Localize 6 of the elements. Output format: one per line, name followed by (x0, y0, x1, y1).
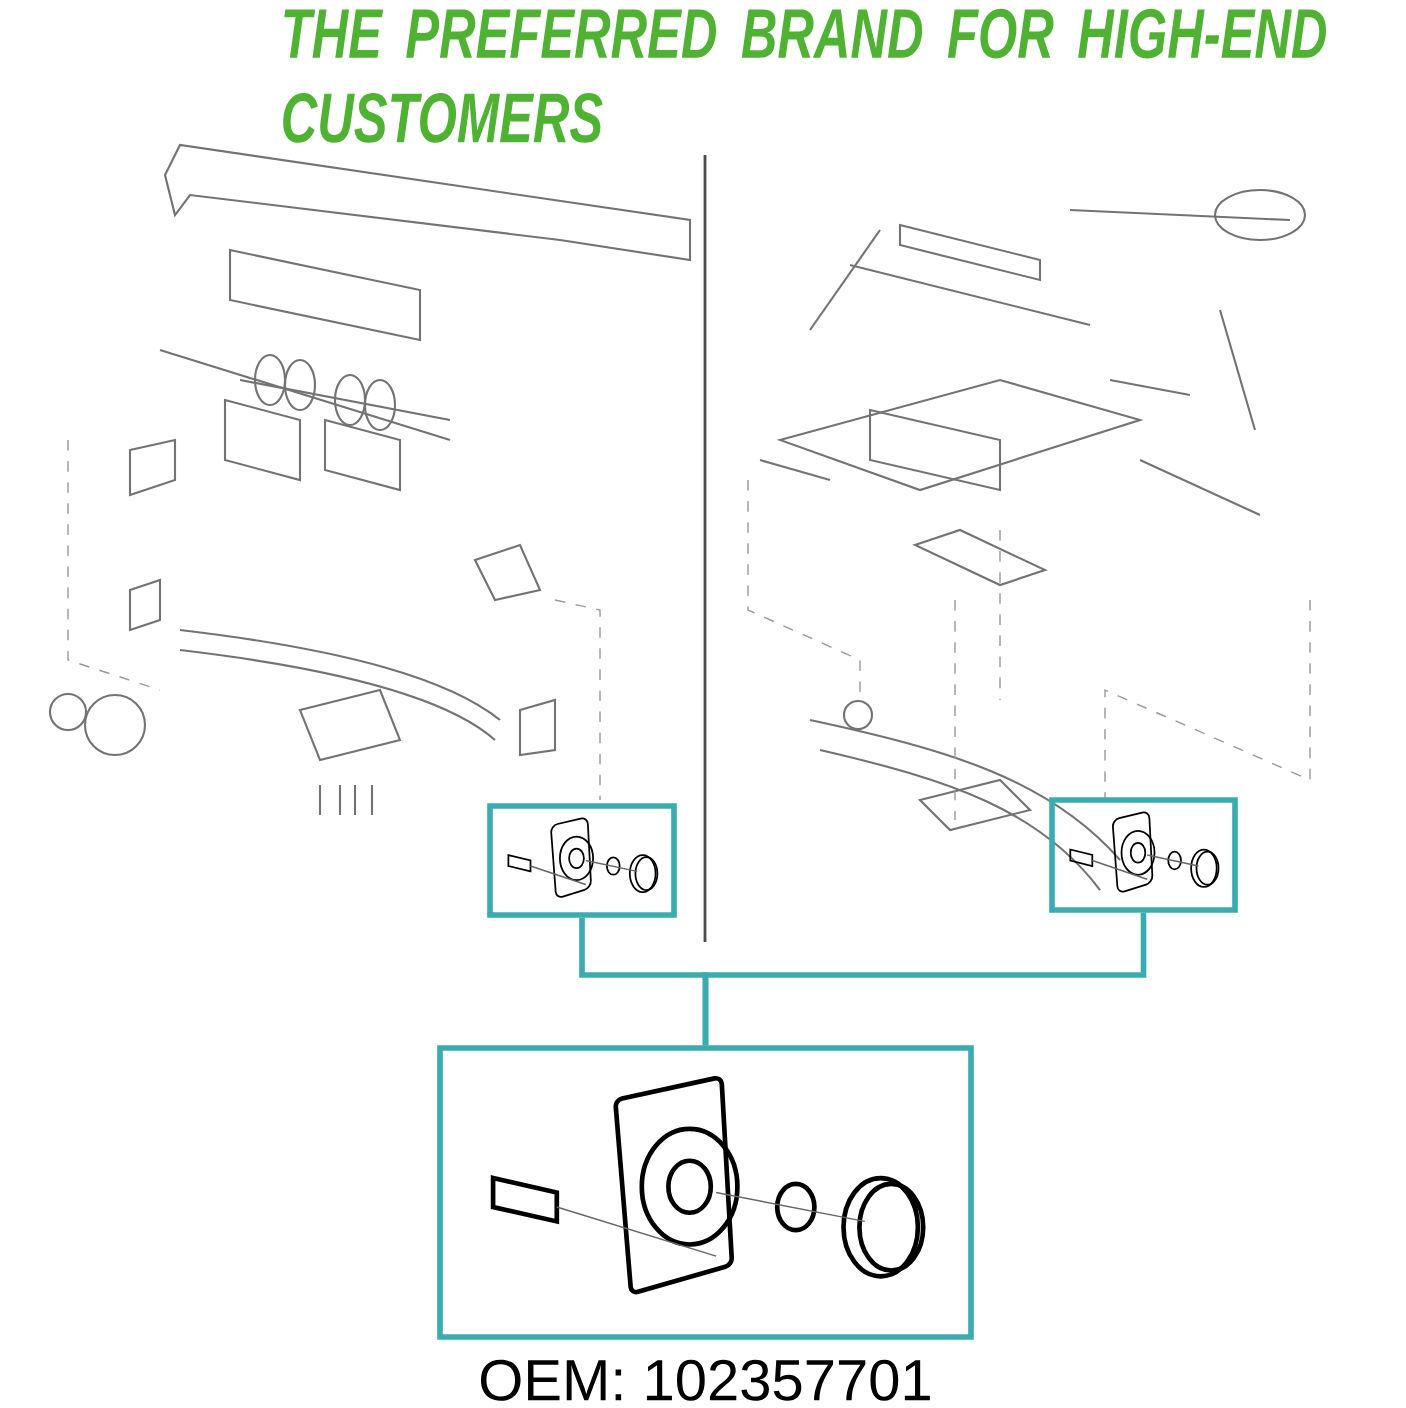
inset-box (487, 803, 677, 918)
inset-box (437, 1045, 974, 1340)
part-number: OEM: 102357701 (480, 1359, 930, 1401)
title: THE PREFERRED BRAND FOR HIGH-END CUSTOMERS (283, 8, 1327, 143)
inset-box (1049, 797, 1238, 913)
connector-line (702, 912, 1147, 1046)
